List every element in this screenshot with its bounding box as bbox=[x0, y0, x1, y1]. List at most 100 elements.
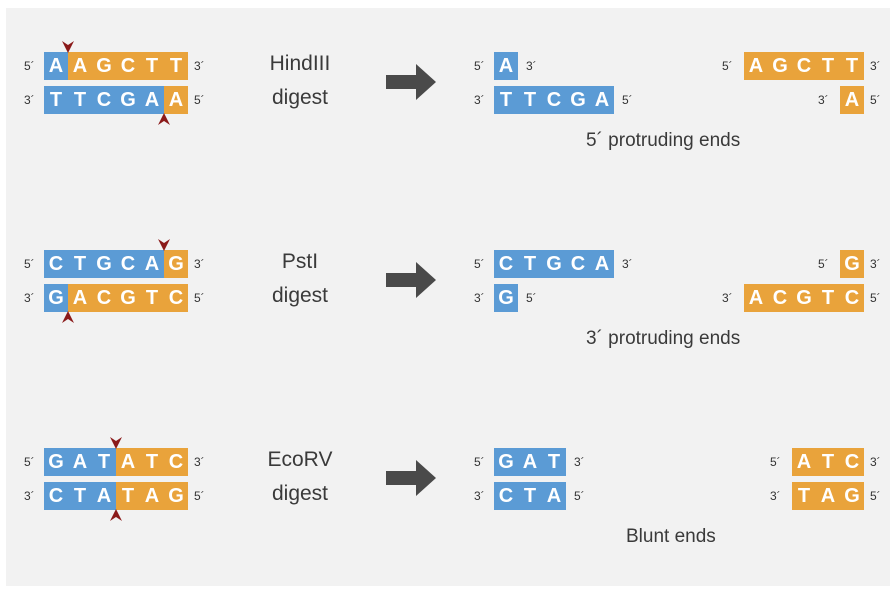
three-prime-label: 3´ bbox=[574, 455, 585, 469]
right-fragment-top-base: T bbox=[840, 52, 864, 80]
left-fragment-bottom-base: A bbox=[542, 482, 566, 510]
bottom-strand-base: G bbox=[116, 86, 140, 114]
three-prime-label: 3´ bbox=[194, 257, 205, 271]
right-fragment-top-base: T bbox=[816, 52, 840, 80]
bottom-cut-site-marker bbox=[62, 311, 74, 323]
arrow-right-icon bbox=[386, 64, 436, 100]
bottom-cut-site-marker bbox=[110, 509, 122, 521]
bottom-strand-base: T bbox=[44, 86, 68, 114]
right-fragment-top-base: A bbox=[744, 52, 768, 80]
left-fragment-bottom-base: A bbox=[590, 86, 614, 114]
three-prime-label: 3´ bbox=[24, 93, 35, 107]
arrow-right-icon bbox=[386, 460, 436, 496]
five-prime-label: 5´ bbox=[24, 455, 35, 469]
three-prime-label: 3´ bbox=[770, 489, 781, 503]
top-cut-site-marker bbox=[62, 41, 74, 53]
left-fragment-bottom-base: T bbox=[518, 86, 542, 114]
digest-label: digest bbox=[271, 284, 329, 307]
top-strand-base: G bbox=[92, 250, 116, 278]
three-prime-label: 3´ bbox=[870, 59, 881, 73]
digest-caption: 3´ protruding ends bbox=[586, 328, 741, 349]
bottom-strand-base: G bbox=[44, 284, 68, 312]
bottom-strand-base: A bbox=[164, 86, 188, 114]
right-fragment-bottom-base: G bbox=[792, 284, 816, 312]
left-fragment-bottom-base: G bbox=[566, 86, 590, 114]
digest-label: digest bbox=[271, 482, 329, 505]
top-strand-base: A bbox=[116, 448, 140, 476]
bottom-strand-base: T bbox=[140, 284, 164, 312]
three-prime-label: 3´ bbox=[870, 257, 881, 271]
top-strand-base: A bbox=[44, 52, 68, 80]
digest-caption: 5´ protruding ends bbox=[586, 130, 741, 151]
left-fragment-bottom-base: C bbox=[542, 86, 566, 114]
bottom-strand-base: C bbox=[164, 284, 188, 312]
left-fragment-bottom-base: T bbox=[518, 482, 542, 510]
top-strand-base: T bbox=[164, 52, 188, 80]
top-strand-base: T bbox=[68, 250, 92, 278]
bottom-cut-site-marker bbox=[158, 113, 170, 125]
three-prime-label: 3´ bbox=[818, 93, 829, 107]
bottom-strand-base: G bbox=[116, 284, 140, 312]
five-prime-label: 5´ bbox=[194, 489, 205, 503]
right-fragment-top-base: A bbox=[792, 448, 816, 476]
top-strand-base: T bbox=[92, 448, 116, 476]
left-fragment-top-base: A bbox=[518, 448, 542, 476]
top-strand-base: T bbox=[140, 52, 164, 80]
bottom-strand-base: C bbox=[44, 482, 68, 510]
top-strand-base: A bbox=[68, 52, 92, 80]
five-prime-label: 5´ bbox=[24, 59, 35, 73]
bottom-strand-base: A bbox=[140, 86, 164, 114]
five-prime-label: 5´ bbox=[870, 93, 881, 107]
five-prime-label: 5´ bbox=[818, 257, 829, 271]
three-prime-label: 3´ bbox=[474, 489, 485, 503]
digest-caption: Blunt ends bbox=[626, 526, 716, 547]
top-strand-base: C bbox=[164, 448, 188, 476]
five-prime-label: 5´ bbox=[574, 489, 585, 503]
three-prime-label: 3´ bbox=[622, 257, 633, 271]
right-fragment-bottom-base: T bbox=[792, 482, 816, 510]
right-fragment-top-base: C bbox=[840, 448, 864, 476]
three-prime-label: 3´ bbox=[24, 291, 35, 305]
right-fragment-top-base: T bbox=[816, 448, 840, 476]
right-fragment-bottom-base: A bbox=[816, 482, 840, 510]
right-fragment-bottom-base: C bbox=[840, 284, 864, 312]
left-fragment-bottom-base: C bbox=[494, 482, 518, 510]
bottom-strand-base: C bbox=[92, 86, 116, 114]
top-strand-base: A bbox=[68, 448, 92, 476]
bottom-strand-base: T bbox=[68, 482, 92, 510]
three-prime-label: 3´ bbox=[870, 455, 881, 469]
three-prime-label: 3´ bbox=[474, 291, 485, 305]
top-cut-site-marker bbox=[110, 437, 122, 449]
bottom-strand-base: A bbox=[92, 482, 116, 510]
five-prime-label: 5´ bbox=[24, 257, 35, 271]
digest-label: digest bbox=[271, 86, 329, 109]
top-strand-base: G bbox=[44, 448, 68, 476]
five-prime-label: 5´ bbox=[474, 257, 485, 271]
three-prime-label: 3´ bbox=[474, 93, 485, 107]
top-strand-base: A bbox=[140, 250, 164, 278]
left-fragment-top-base: T bbox=[542, 448, 566, 476]
five-prime-label: 5´ bbox=[622, 93, 633, 107]
bottom-strand-base: A bbox=[68, 284, 92, 312]
bottom-strand-base: T bbox=[68, 86, 92, 114]
three-prime-label: 3´ bbox=[194, 455, 205, 469]
five-prime-label: 5´ bbox=[870, 291, 881, 305]
right-fragment-top-base: G bbox=[840, 250, 864, 278]
left-fragment-top-base: A bbox=[494, 52, 518, 80]
three-prime-label: 3´ bbox=[24, 489, 35, 503]
right-fragment-bottom-base: G bbox=[840, 482, 864, 510]
bottom-strand-base: T bbox=[116, 482, 140, 510]
five-prime-label: 5´ bbox=[194, 93, 205, 107]
left-fragment-bottom-base: G bbox=[494, 284, 518, 312]
right-fragment-bottom-base: T bbox=[816, 284, 840, 312]
enzyme-name: HindIII bbox=[269, 52, 331, 75]
bottom-strand-base: C bbox=[92, 284, 116, 312]
left-fragment-top-base: G bbox=[494, 448, 518, 476]
right-fragment-bottom-base: A bbox=[840, 86, 864, 114]
left-fragment-top-base: C bbox=[566, 250, 590, 278]
enzyme-name: EcoRV bbox=[267, 448, 333, 471]
left-fragment-top-base: A bbox=[590, 250, 614, 278]
three-prime-label: 3´ bbox=[194, 59, 205, 73]
right-fragment-top-base: G bbox=[768, 52, 792, 80]
